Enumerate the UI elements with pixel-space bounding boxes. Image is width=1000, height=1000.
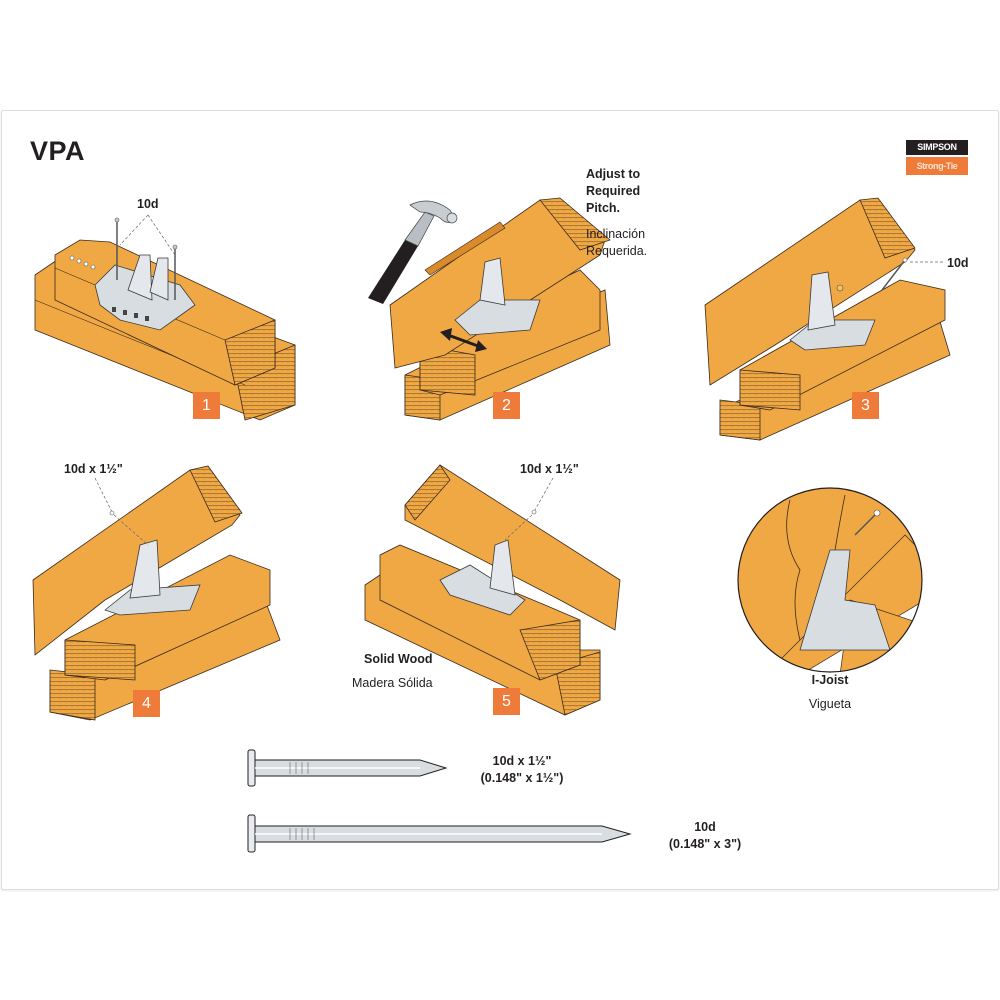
rafter [704, 197, 916, 386]
step-1-illustration [34, 214, 296, 421]
nail-10d [881, 257, 945, 291]
vpa-connector [94, 254, 196, 331]
vpa-connector [454, 257, 541, 336]
step-badge-5: 5 [493, 688, 520, 715]
step-badge-4: 4 [133, 690, 160, 717]
nail-long-name: 10d [694, 820, 716, 834]
note-line: Required [586, 184, 641, 198]
step-badge-3: 3 [852, 392, 879, 419]
logo-line-1: SIMPSON [906, 140, 968, 155]
simpson-strong-tie-logo: SIMPSON Strong-Tie [906, 140, 968, 175]
nail-short-name: 10d x 1½" [492, 754, 552, 768]
step-5-callout: 10d x 1½" [520, 462, 579, 476]
vpa-connector [104, 539, 201, 616]
vpa-connector [789, 271, 876, 351]
step-badge-1: 1 [193, 392, 220, 419]
step-3-callout: 10d [947, 256, 969, 270]
i-joist-caption: I-Joist [811, 673, 849, 687]
nail-short-spec: (0.148" x 1½") [480, 771, 564, 785]
document-title: VPA [30, 136, 86, 166]
note-line: Inclinación [586, 227, 646, 241]
solid-wood-caption-spanish: Madera Sólida [352, 676, 433, 690]
note-line: Requerida. [586, 244, 648, 258]
nails-10d [69, 214, 178, 300]
rafter [404, 464, 621, 631]
step-4-callout: 10d x 1½" [64, 462, 123, 476]
solid-wood-caption: Solid Wood [364, 652, 433, 666]
adjust-pitch-note-spanish: Inclinación Requerida. [586, 226, 647, 260]
i-joist-detail [737, 487, 923, 673]
double-arrow-icon [440, 328, 487, 352]
step-1-callout: 10d [137, 197, 159, 211]
i-joist-caption-spanish: Vigueta [808, 697, 852, 711]
step-2-illustration [368, 197, 611, 421]
step-5-illustration [364, 464, 621, 716]
logo-line-2: Strong-Tie [906, 157, 968, 175]
hammer-icon [368, 200, 458, 304]
nail-10d-short [247, 749, 448, 787]
note-line: Pitch. [586, 201, 621, 215]
nail-long-spec: (0.148" x 3") [668, 837, 742, 851]
step-3-illustration [704, 197, 951, 441]
vpa-connector [439, 539, 526, 616]
nail-10d-long [247, 814, 632, 853]
step-badge-2: 2 [493, 392, 520, 419]
adjust-pitch-note: Adjust to Required Pitch. [586, 166, 640, 217]
step-4-illustration [32, 465, 281, 721]
note-line: Adjust to [586, 167, 641, 181]
